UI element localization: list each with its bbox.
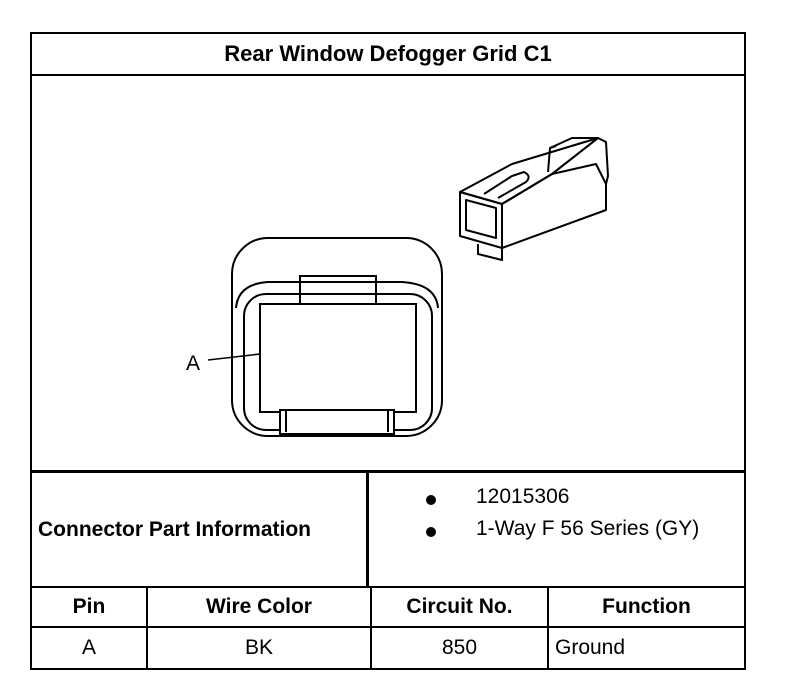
connector-face-view (207, 237, 443, 437)
column-header-circuit-no: Circuit No. (372, 588, 549, 628)
list-item: 12015306 (372, 485, 744, 515)
bullet-icon (426, 527, 436, 537)
connector-sheet: Rear Window Defogger Grid C1 A (30, 32, 746, 670)
pin-table: Pin Wire Color Circuit No. Function A BK… (32, 588, 744, 668)
connector-description: 1-Way F 56 Series (GY) (476, 517, 700, 540)
part-number: 12015306 (476, 485, 570, 508)
table-cell-wire-color: BK (148, 628, 372, 668)
page-title: Rear Window Defogger Grid C1 (32, 34, 744, 76)
table-cell-circuit-no: 850 (372, 628, 549, 668)
list-item: 1-Way F 56 Series (GY) (372, 517, 744, 547)
pin-callout-leader (207, 353, 261, 361)
connector-latch-tab (299, 275, 377, 305)
connector-info-list: 12015306 1-Way F 56 Series (GY) (372, 473, 744, 586)
connector-part-information: Connector Part Information 12015306 1-Wa… (32, 470, 744, 588)
connector-drawing: A (32, 76, 744, 470)
column-header-pin: Pin (32, 588, 148, 628)
connector-iso-view (459, 137, 609, 261)
table-cell-function: Ground (555, 636, 626, 659)
connector-bottom-key (279, 409, 395, 435)
connector-inner-lip (235, 281, 439, 309)
pin-callout-label: A (186, 352, 200, 375)
connector-info-label: Connector Part Information (32, 473, 369, 586)
table-cell-pin: A (32, 628, 148, 668)
iso-latch-slot (483, 171, 530, 199)
iso-top-face (459, 137, 599, 205)
iso-side-face (501, 163, 607, 249)
connector-illustration: A (186, 137, 609, 437)
bullet-icon (426, 495, 436, 505)
terminal-cavity (259, 303, 417, 413)
connector-outer-shell (231, 237, 443, 437)
column-header-wire-color: Wire Color (148, 588, 372, 628)
column-header-function: Function (549, 588, 744, 628)
